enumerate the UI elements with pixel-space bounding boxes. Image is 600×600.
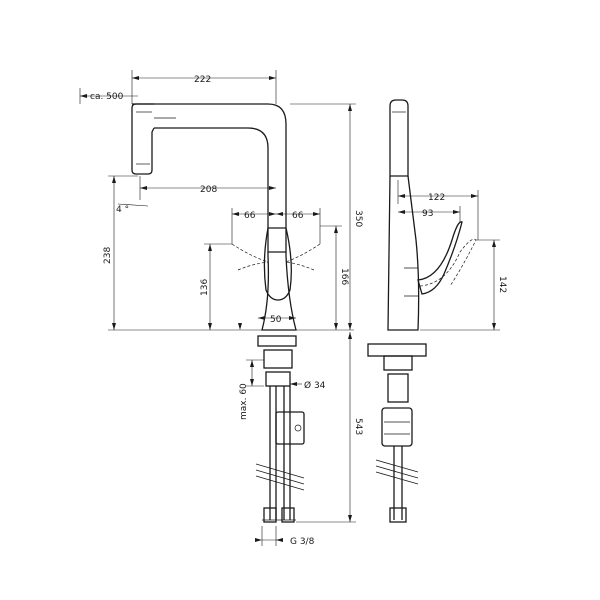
dim-142: 142 bbox=[497, 276, 507, 293]
lever-swing-right bbox=[285, 243, 321, 271]
lever bbox=[263, 227, 292, 301]
base-plate bbox=[257, 335, 297, 347]
side-hose-break-hatch bbox=[375, 459, 419, 485]
front-view bbox=[131, 103, 321, 523]
dim-166: 166 bbox=[339, 268, 349, 285]
dim-238: 238 bbox=[103, 247, 113, 264]
side-spout bbox=[389, 99, 409, 177]
side-lever bbox=[417, 221, 463, 295]
side-column bbox=[387, 175, 420, 331]
dim-543: 543 bbox=[353, 418, 363, 435]
dim-diameter-34: Ø 34 bbox=[304, 380, 326, 391]
side-lever-swing bbox=[419, 238, 477, 287]
dim-66-left: 66 bbox=[244, 211, 256, 221]
spout-head bbox=[131, 103, 155, 175]
dim-222: 222 bbox=[194, 75, 211, 85]
side-view bbox=[367, 99, 477, 523]
lever-swing-left bbox=[231, 243, 269, 271]
dim-136: 136 bbox=[200, 279, 210, 296]
spout-outline bbox=[132, 103, 287, 253]
dim-ca-500: ca. 500 bbox=[90, 92, 124, 102]
dim-350: 350 bbox=[353, 210, 363, 227]
dim-93: 93 bbox=[422, 209, 433, 219]
dimension-lines bbox=[79, 70, 500, 546]
dim-66-right: 66 bbox=[292, 211, 304, 221]
dim-208: 208 bbox=[200, 185, 217, 195]
cartridge-block bbox=[275, 411, 305, 445]
dim-max-60: max. 60 bbox=[239, 383, 249, 420]
dim-4-degree: 4 ° bbox=[116, 205, 129, 215]
hose-break-hatch bbox=[255, 463, 305, 491]
dim-50: 50 bbox=[270, 315, 282, 325]
dim-122: 122 bbox=[428, 193, 445, 203]
dimension-labels: 222 ca. 500 208 4 ° 66 66 238 136 166 35… bbox=[90, 75, 507, 547]
dim-g-3-8: G 3/8 bbox=[290, 537, 315, 547]
side-base bbox=[367, 343, 427, 357]
